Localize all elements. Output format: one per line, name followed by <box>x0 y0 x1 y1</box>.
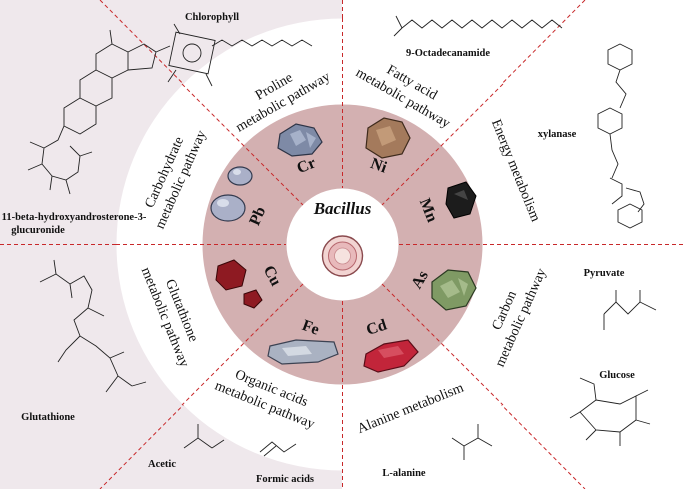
bacillus-cell-icon <box>321 235 364 277</box>
inner-divider-bl <box>181 283 304 406</box>
octadecanamide-label: 9-Octadecanamide <box>406 48 490 59</box>
glutathione-structure-icon <box>39 259 147 393</box>
formic-label: Formic acids <box>256 474 314 485</box>
acetic-label: Acetic <box>148 459 176 470</box>
arsenic-ore-icon <box>431 269 477 311</box>
metal-label-pb: Pb <box>246 204 269 228</box>
hydroxyandrosterone-label-line2: glucuronide <box>11 225 65 236</box>
alanine-structure-icon <box>451 424 493 460</box>
acetic-acid-structure-icon <box>183 424 225 449</box>
pyruvate-structure-icon <box>603 290 657 330</box>
cadmium-ore-icon <box>363 339 419 373</box>
inner-divider-tl <box>181 83 304 206</box>
glutathione-label: Glutathione <box>21 412 75 423</box>
chlorophyll-label: Chlorophyll <box>185 12 239 23</box>
hydroxyandrosterone-structure-icon <box>27 29 171 195</box>
compound-labels: Chlorophyll 9-Octadecanamide xylanase Py… <box>2 12 635 485</box>
formic-acid-structure-icon <box>259 441 297 457</box>
nickel-ore-icon <box>365 117 411 159</box>
compound-structures <box>27 15 657 460</box>
metal-label-as: As <box>408 268 432 292</box>
glucose-label: Glucose <box>599 370 635 381</box>
glucose-structure-icon <box>569 377 651 446</box>
metal-label-cr: Cr <box>294 154 318 177</box>
manganese-ore-icon <box>445 181 477 219</box>
metal-label-cd: Cd <box>364 316 389 339</box>
center-label: Bacillus <box>313 199 372 218</box>
inner-divider-br <box>381 283 504 406</box>
copper-ore-icon <box>215 259 263 309</box>
chromium-ore-icon <box>277 123 323 157</box>
pyruvate-label: Pyruvate <box>584 268 625 279</box>
inner-dividers <box>116 18 569 471</box>
octadecanamide-structure-icon <box>393 15 563 37</box>
hydroxyandrosterone-label-line1: 11-beta-hydroxyandrosterone-3- <box>2 212 147 223</box>
chlorophyll-structure-icon <box>167 23 313 87</box>
xylanase-structure-icon <box>597 43 645 229</box>
metal-label-ni: Ni <box>368 155 389 177</box>
inner-divider-tr <box>381 83 504 206</box>
xylanase-label: xylanase <box>538 129 577 140</box>
lead-ore-icon <box>210 166 253 222</box>
iron-ore-icon <box>267 339 339 365</box>
metal-label-fe: Fe <box>300 317 322 339</box>
alanine-label: L-alanine <box>382 468 426 479</box>
